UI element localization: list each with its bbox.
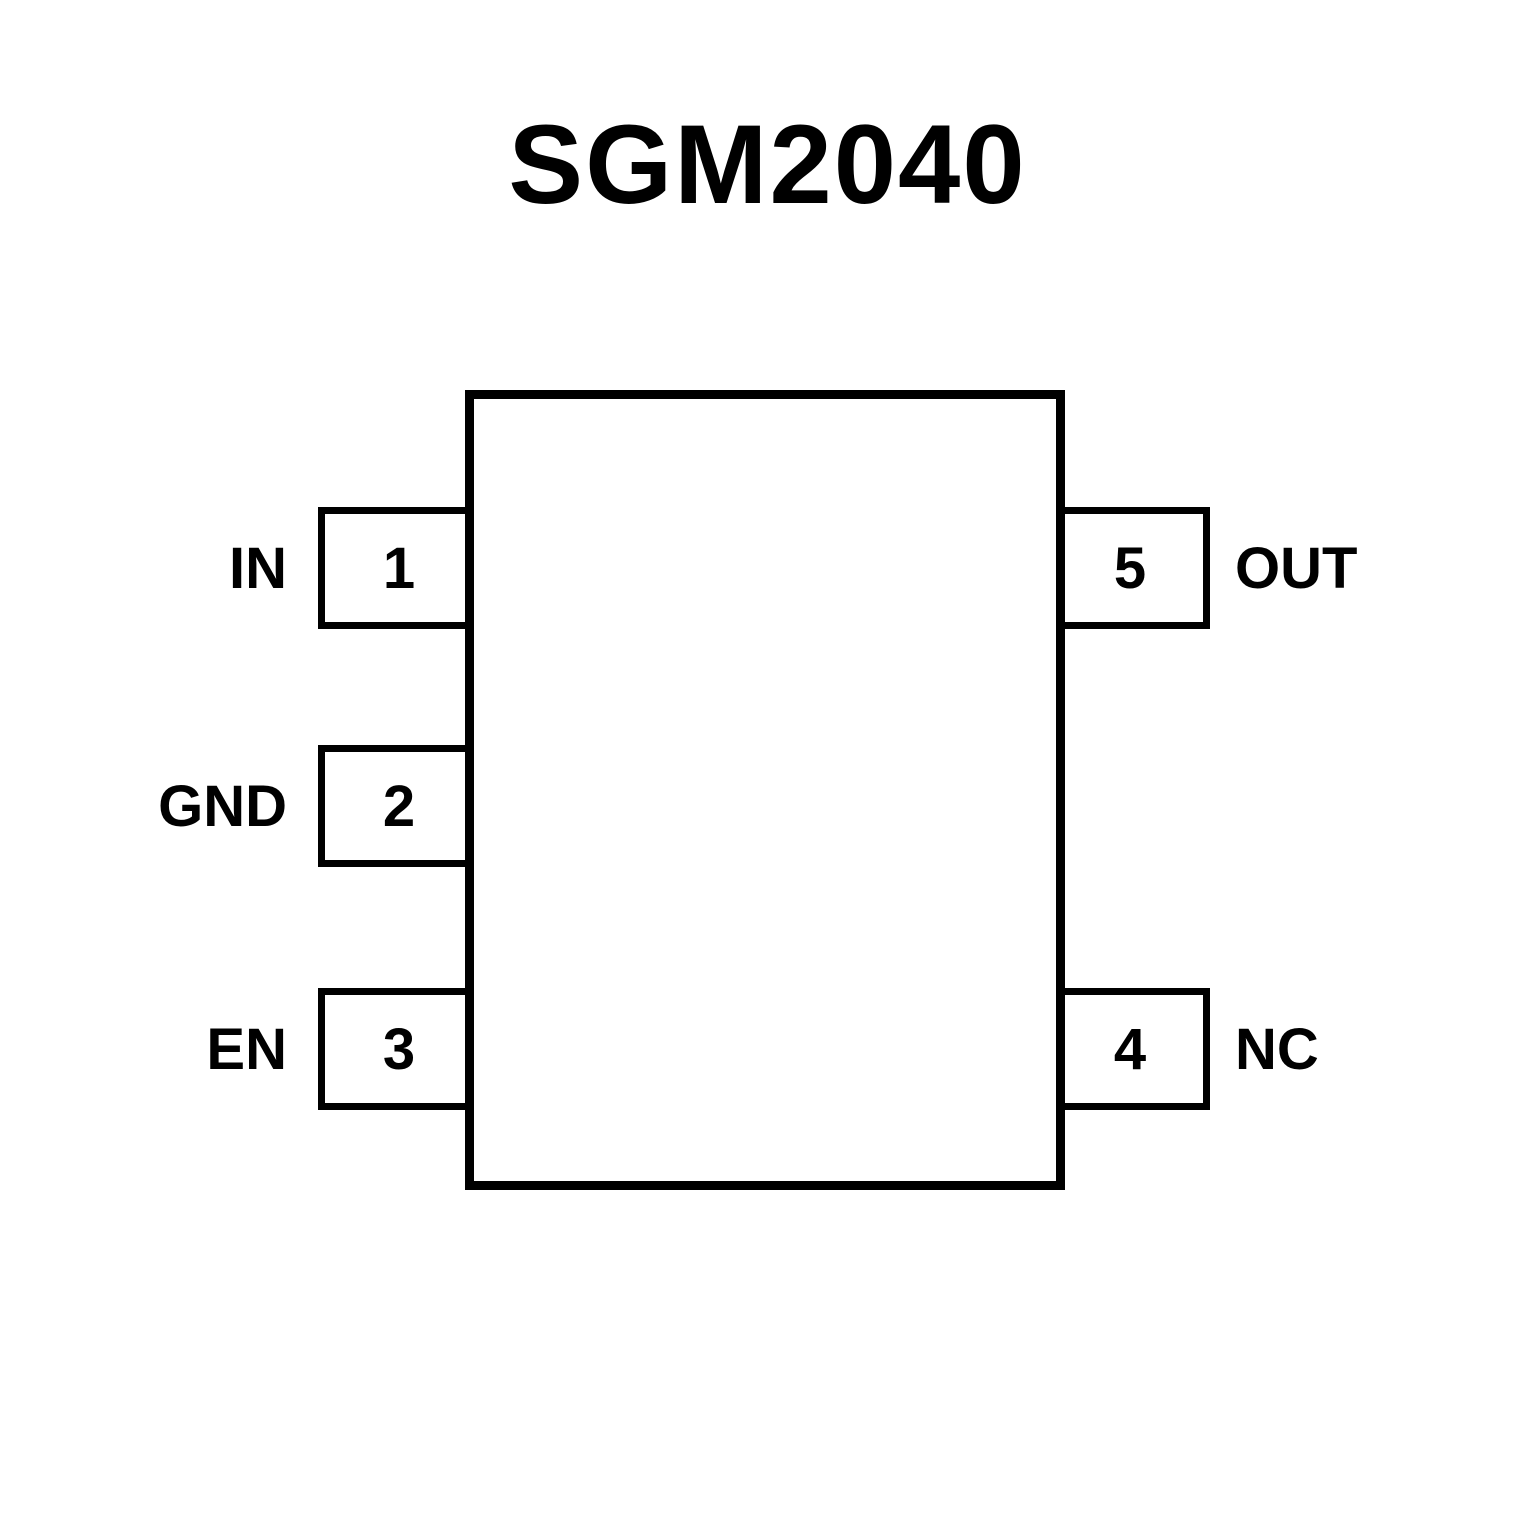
chip-title: SGM2040: [508, 102, 1027, 227]
pin-1-number: 1: [382, 535, 416, 601]
pin-1-box: 1: [318, 507, 473, 629]
pin-4-number: 4: [1113, 1016, 1147, 1082]
pin-3-label: EN: [206, 1016, 287, 1082]
pin-5-number: 5: [1113, 535, 1147, 601]
pin-4-label: NC: [1235, 1016, 1319, 1082]
pin-1-label: IN: [229, 535, 287, 601]
pin-2-box: 2: [318, 745, 473, 867]
pin-2-number: 2: [382, 773, 416, 839]
pin-4-box: 4: [1057, 988, 1210, 1110]
ic-body: [465, 390, 1065, 1190]
pin-2-label: GND: [158, 773, 287, 839]
pin-5-label: OUT: [1235, 535, 1358, 601]
pin-5-box: 5: [1057, 507, 1210, 629]
pin-3-box: 3: [318, 988, 473, 1110]
pin-3-number: 3: [382, 1016, 416, 1082]
